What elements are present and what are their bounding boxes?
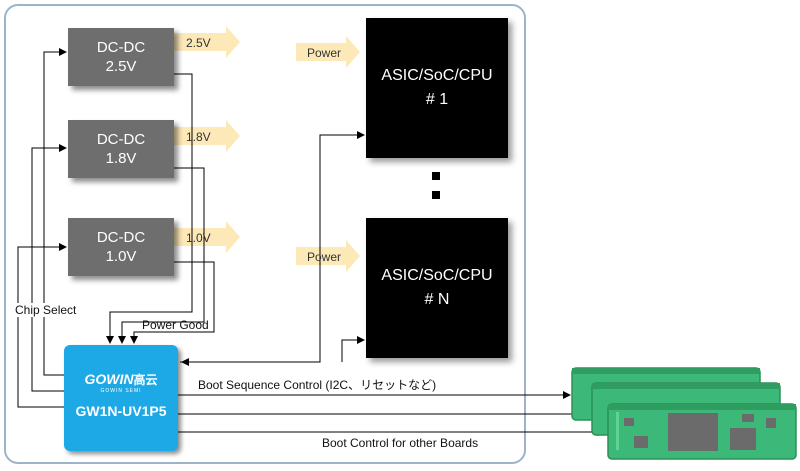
- power-arrow-asic1: [296, 36, 360, 68]
- ellipsis-dots: [432, 172, 440, 199]
- fpga-brand-sub: GOWIN SEMI: [100, 388, 142, 394]
- dcdc-1v0-voltage: 1.0V: [105, 248, 137, 265]
- out-label-1v8: 1.8V: [186, 130, 211, 144]
- board-3: [607, 403, 797, 460]
- power-arrow-1v8: [172, 120, 240, 152]
- out-label-2v5: 2.5V: [186, 36, 211, 50]
- fpga-logo: GOWIN高云 GOWIN SEMI: [64, 371, 178, 394]
- power-arrow-asicn: [296, 240, 360, 272]
- power-label-asic1: Power: [307, 46, 342, 60]
- dcdc-1v0: DC-DC 1.0V: [68, 218, 174, 276]
- dcdc-1v8-voltage: 1.8V: [105, 150, 137, 167]
- boot-seq-label: Boot Sequence Control (I2C、リセットなど): [198, 378, 437, 392]
- asic-n-title: ASIC/SoC/CPU: [381, 267, 493, 284]
- dcdc-2v5-voltage: 2.5V: [105, 58, 137, 75]
- out-label-1v0: 1.0V: [186, 231, 211, 245]
- asic-n: ASIC/SoC/CPU # N: [366, 218, 508, 358]
- dcdc-1v8: DC-DC 1.8V: [68, 120, 174, 178]
- asic-1: ASIC/SoC/CPU # 1: [366, 18, 508, 158]
- fpga-brand-cn: 高云: [133, 373, 158, 387]
- fpga-part: GW1N-UV1P5: [75, 403, 167, 419]
- dcdc-2v5: DC-DC 2.5V: [68, 28, 174, 86]
- dcdc-1v0-title: DC-DC: [96, 229, 146, 246]
- fpga-brand: GOWIN: [84, 371, 134, 387]
- other-boards: [571, 367, 797, 460]
- asic-n-number: # N: [424, 291, 450, 308]
- power-arrow-2v5: [172, 26, 240, 58]
- power-arrow-1v0: [172, 221, 240, 253]
- dcdc-1v8-title: DC-DC: [96, 131, 146, 148]
- power-label-asicn: Power: [307, 250, 342, 264]
- boot-other-label: Boot Control for other Boards: [322, 436, 479, 450]
- power-good-label: Power Good: [142, 318, 209, 332]
- chip-select-label: Chip Select: [14, 303, 78, 317]
- dcdc-2v5-title: DC-DC: [96, 39, 146, 56]
- fpga-gw1n: GOWIN高云 GOWIN SEMI GW1N-UV1P5: [64, 345, 178, 451]
- asic-1-number: # 1: [425, 91, 449, 108]
- asic-1-title: ASIC/SoC/CPU: [381, 67, 493, 84]
